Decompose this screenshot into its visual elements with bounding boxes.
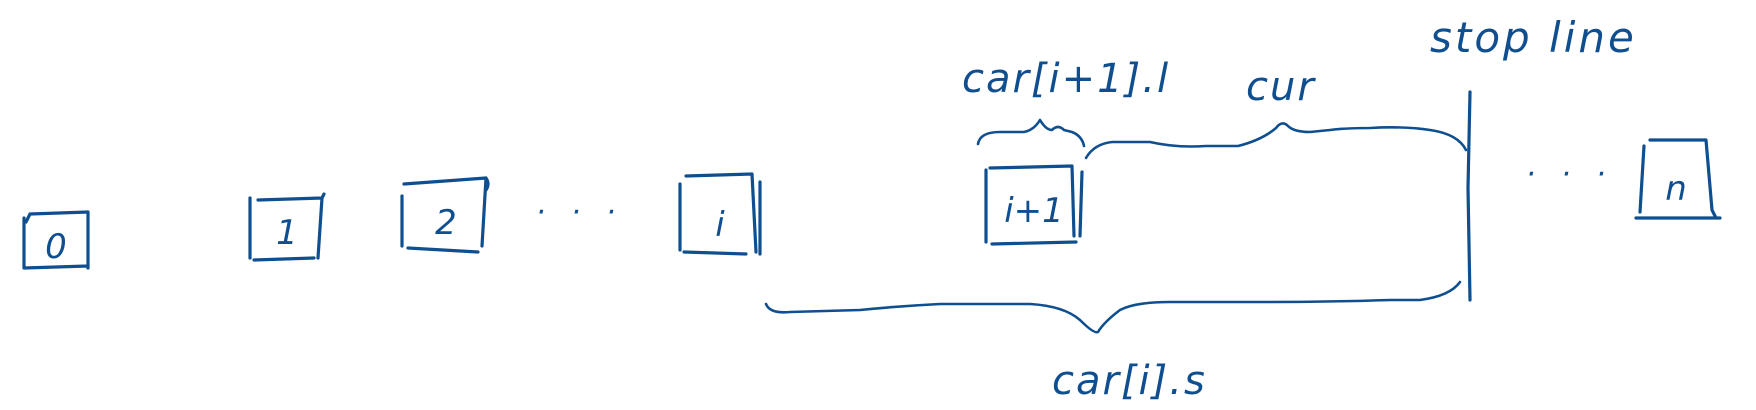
box-outline <box>22 210 90 270</box>
label-cur: cur <box>1246 64 1316 110</box>
box-outline <box>400 176 490 254</box>
box-outline <box>248 192 326 262</box>
box-outline <box>1634 138 1722 220</box>
box-label: 1 <box>276 213 298 253</box>
box-label: 2 <box>435 203 457 243</box>
box-label: n <box>1665 169 1687 209</box>
car-box-n: n <box>1634 138 1722 220</box>
box-outline <box>984 164 1084 246</box>
box-outline <box>678 172 762 256</box>
car-box-i-plus-1: i+1 <box>984 164 1084 246</box>
label-stop-line: stop line <box>1430 13 1637 62</box>
car-box-2: 2 <box>400 176 490 254</box>
car-box-1: 1 <box>248 192 326 262</box>
box-label: 0 <box>45 227 67 267</box>
label-car-i1-l: car[i+1].l <box>962 56 1170 102</box>
ellipsis-right: · · · <box>1526 157 1614 192</box>
brace-car-i1-l <box>976 118 1086 148</box>
car-box-i: i <box>678 172 762 256</box>
box-label: i+1 <box>1004 191 1064 231</box>
brace-car-i-s <box>764 280 1462 334</box>
car-box-0: 0 <box>22 210 90 270</box>
ellipsis-middle: · · · <box>536 195 624 230</box>
box-label: i <box>715 205 725 245</box>
label-car-i-s: car[i].s <box>1052 358 1207 404</box>
stop-line <box>1466 90 1472 302</box>
bracket-cur <box>1084 122 1468 160</box>
